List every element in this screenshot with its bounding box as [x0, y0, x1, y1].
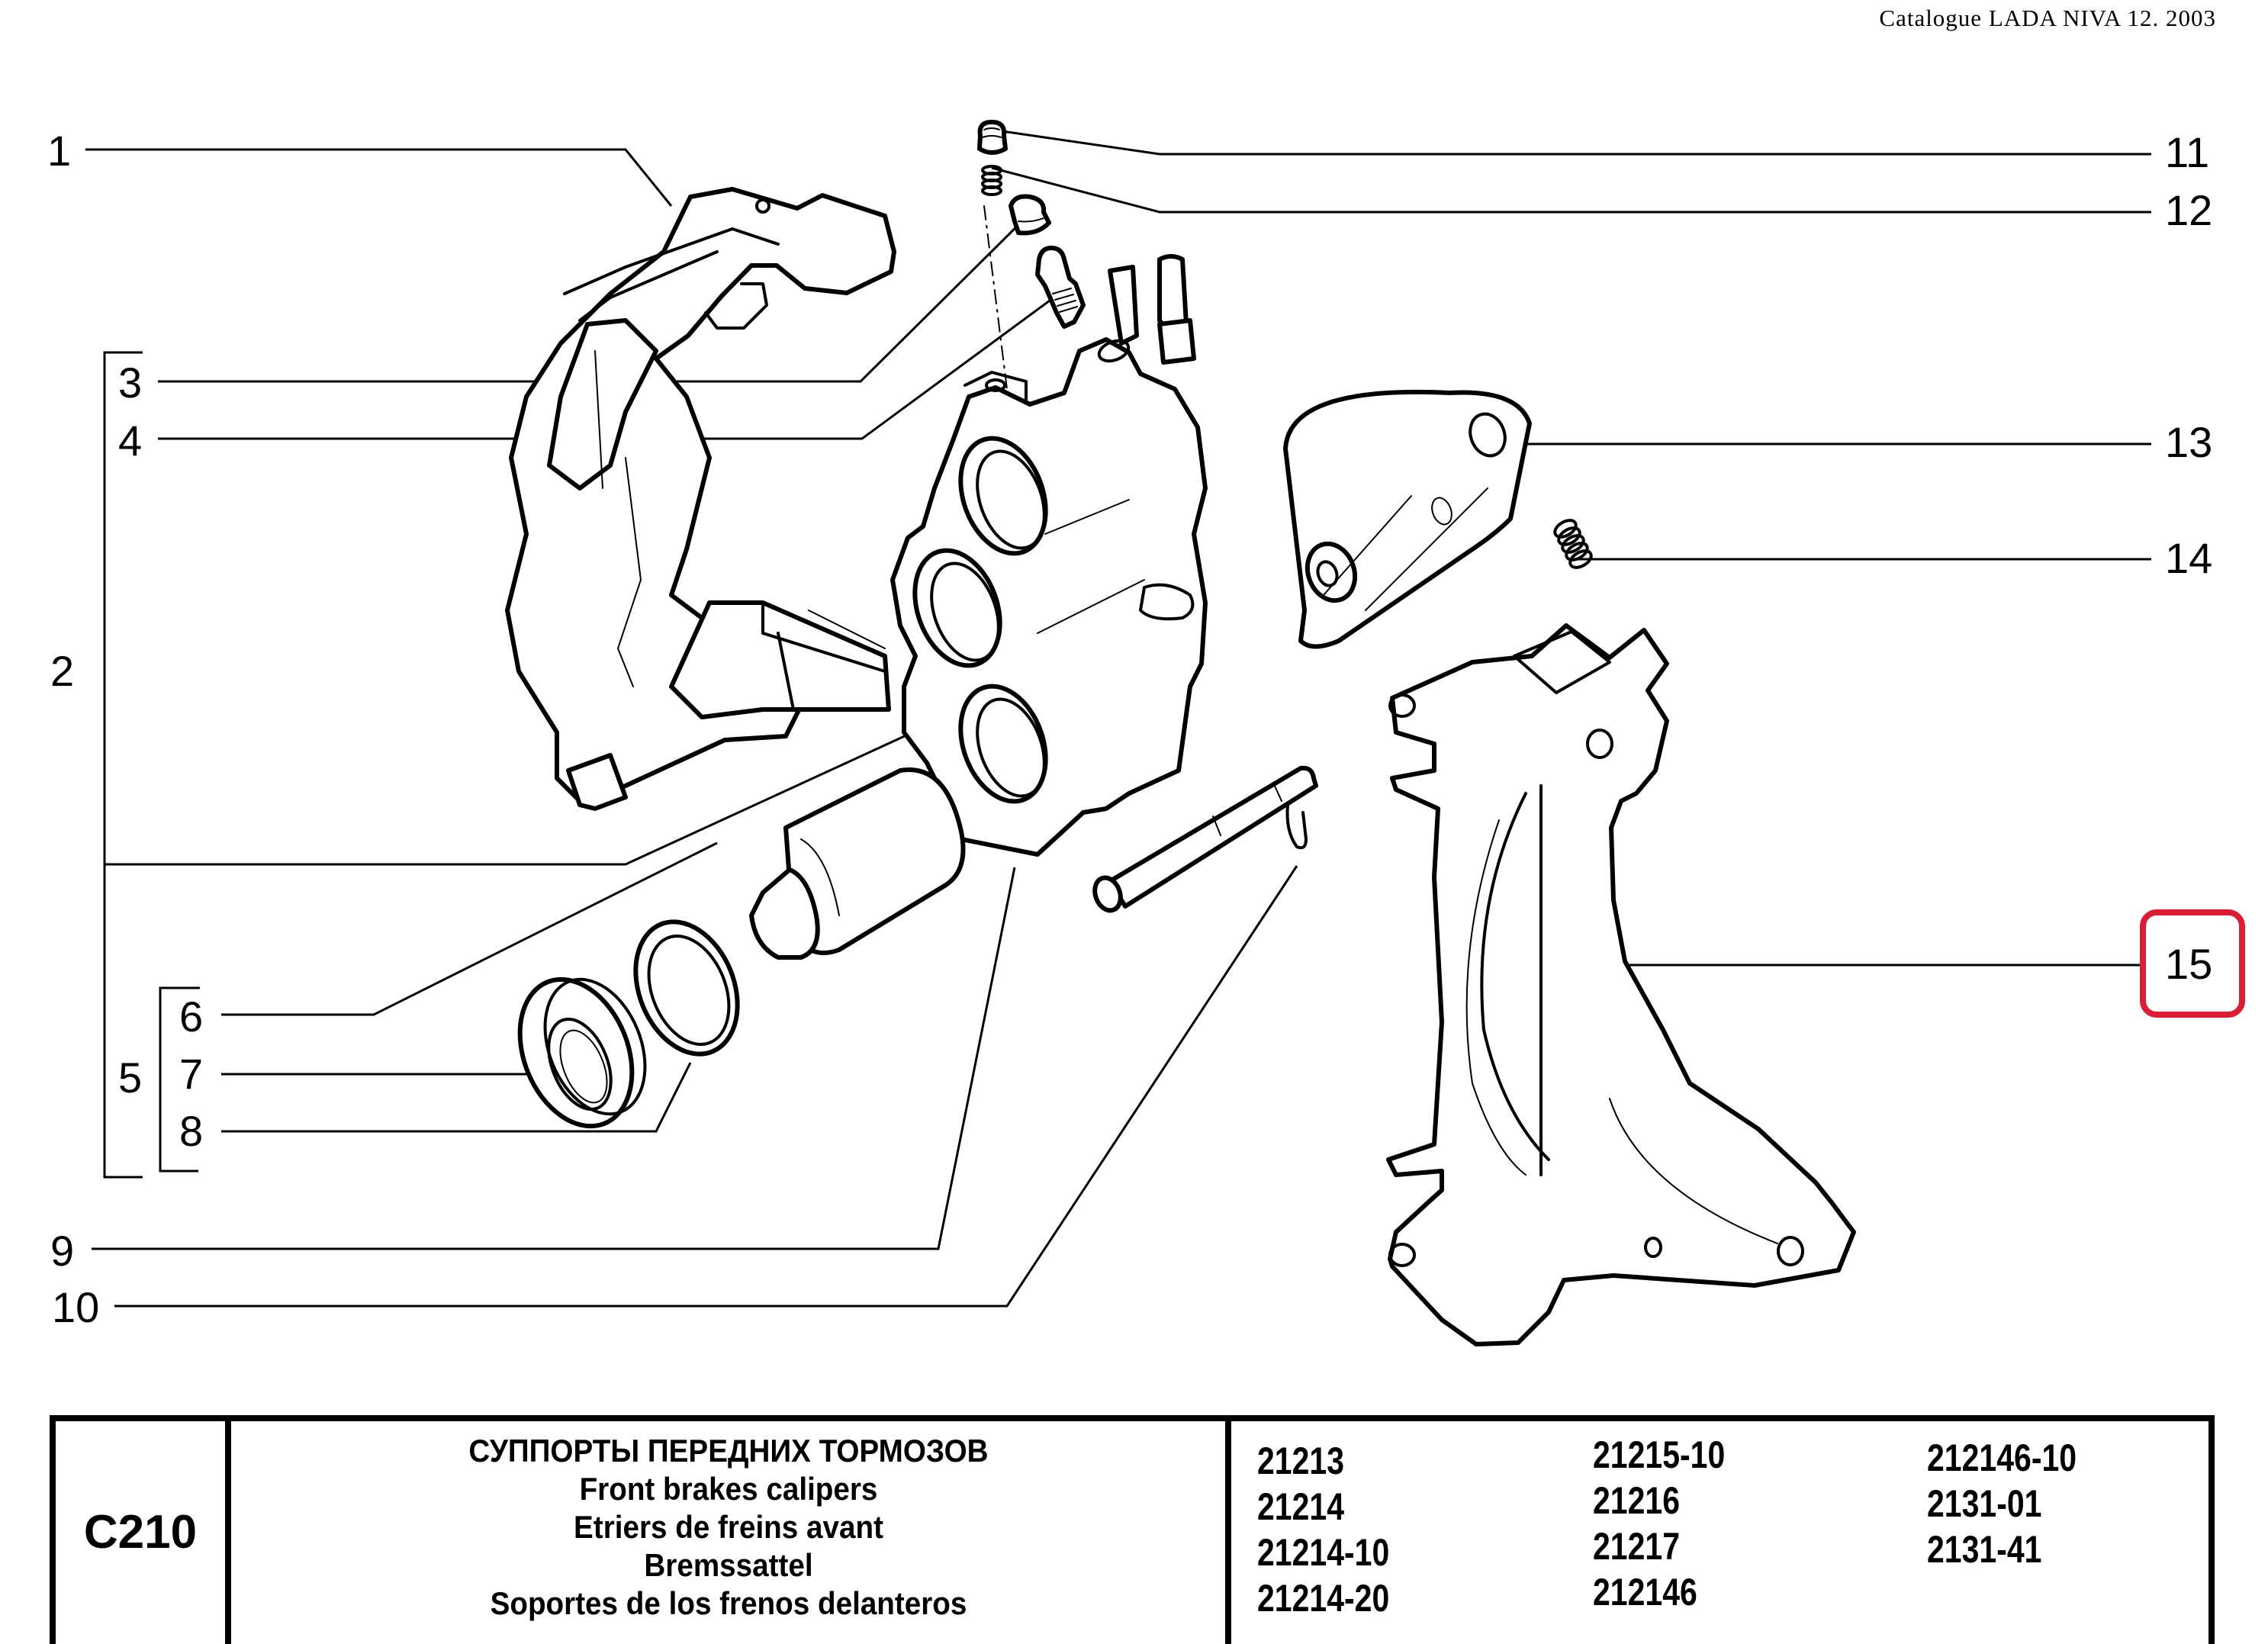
- section-name-fr: Etriers de freins avant: [574, 1509, 883, 1545]
- part-guide-pin: [1092, 765, 1318, 913]
- part-dust-boot: [517, 976, 647, 1129]
- callout-7[interactable]: 7: [179, 1050, 204, 1098]
- model-column-1: 21213 21214 21214-10 21214-20: [1257, 1438, 1389, 1621]
- part-bleeder-cap: [1009, 194, 1051, 236]
- highlighted-callout-box: [2140, 909, 2245, 1018]
- leader-line-10: [114, 865, 1298, 1308]
- section-name-en: Front brakes calipers: [579, 1471, 878, 1507]
- title-block: C210 СУППОРТЫ ПЕРЕДНИХ ТОРМОЗОВ Front br…: [50, 1415, 2215, 1644]
- part-cotter-pin: [1285, 803, 1308, 850]
- callout-8[interactable]: 8: [179, 1107, 204, 1155]
- leader-line-8: [221, 1062, 692, 1133]
- catalogue-title: Catalogue LADA NIVA 12. 2003: [1879, 5, 2216, 31]
- model-code: 2131-41: [1927, 1528, 2042, 1571]
- leader-line-4: [158, 288, 1065, 440]
- model-code: 21215-10: [1593, 1433, 1726, 1476]
- model-code: 21214-10: [1257, 1531, 1390, 1574]
- callout-10[interactable]: 10: [52, 1283, 100, 1331]
- callout-11[interactable]: 11: [2165, 128, 2210, 176]
- section-code: C210: [83, 1505, 198, 1559]
- part-caliper-housing: [890, 254, 1208, 857]
- leader-line-11: [991, 128, 2151, 156]
- exploded-parts-diagram: [85, 120, 2151, 1346]
- callout-15[interactable]: 15: [2165, 940, 2213, 988]
- part-bleeder-valve: [1035, 246, 1086, 329]
- part-spring: [1553, 519, 1593, 569]
- callout-9[interactable]: 9: [50, 1227, 75, 1275]
- group-bracket-2: [103, 351, 143, 1179]
- leader-line-2: [105, 716, 947, 866]
- part-small-spring: [981, 165, 1002, 196]
- model-code: 21217: [1593, 1525, 1681, 1568]
- model-code: 2131-01: [1927, 1482, 2042, 1525]
- title-block-divider-2: [1225, 1421, 1231, 1644]
- leader-line-3: [158, 208, 1035, 383]
- section-name-es: Soportes de los frenos delanteros: [490, 1585, 967, 1621]
- model-code: 21216: [1593, 1479, 1681, 1522]
- model-code: 212146-10: [1927, 1436, 2077, 1479]
- callout-5[interactable]: 5: [118, 1054, 143, 1102]
- assembly-axis-line: [983, 205, 1008, 390]
- section-name-ru: СУППОРТЫ ПЕРЕДНИХ ТОРМОЗОВ: [468, 1433, 989, 1469]
- callout-1[interactable]: 1: [47, 127, 72, 175]
- model-column-2: 21215-10 21216 21217 212146: [1593, 1432, 1725, 1615]
- part-caliper-support-bracket: [1386, 623, 1856, 1346]
- model-column-3: 212146-10 2131-01 2131-41: [1927, 1435, 2077, 1572]
- group-bracket-5: [159, 986, 200, 1173]
- part-seal-ring: [633, 919, 740, 1057]
- leader-line-12: [991, 166, 2151, 214]
- section-name-de: Bremssattel: [644, 1547, 813, 1583]
- model-code: 212146: [1593, 1571, 1697, 1613]
- part-pad-retainer: [1283, 389, 1532, 649]
- callout-4[interactable]: 4: [118, 417, 143, 465]
- title-block-divider-1: [225, 1421, 231, 1644]
- callout-12[interactable]: 12: [2165, 186, 2213, 234]
- callout-6[interactable]: 6: [179, 993, 204, 1041]
- model-code: 21214: [1257, 1485, 1345, 1528]
- part-plug: [977, 120, 1008, 155]
- model-code: 21214-20: [1257, 1577, 1390, 1620]
- callout-3[interactable]: 3: [118, 359, 143, 407]
- section-names: СУППОРТЫ ПЕРЕДНИХ ТОРМОЗОВ Front brakes …: [233, 1432, 1224, 1623]
- callout-2[interactable]: 2: [50, 647, 75, 695]
- callout-14[interactable]: 14: [2165, 534, 2213, 582]
- leader-line-6: [221, 841, 718, 1016]
- callout-13[interactable]: 13: [2165, 418, 2213, 466]
- leader-line-1: [85, 148, 673, 207]
- leader-line-9: [92, 867, 1016, 1250]
- model-code: 21213: [1257, 1440, 1345, 1482]
- part-piston: [749, 767, 966, 960]
- part-caliper-guide-bracket: [505, 187, 896, 811]
